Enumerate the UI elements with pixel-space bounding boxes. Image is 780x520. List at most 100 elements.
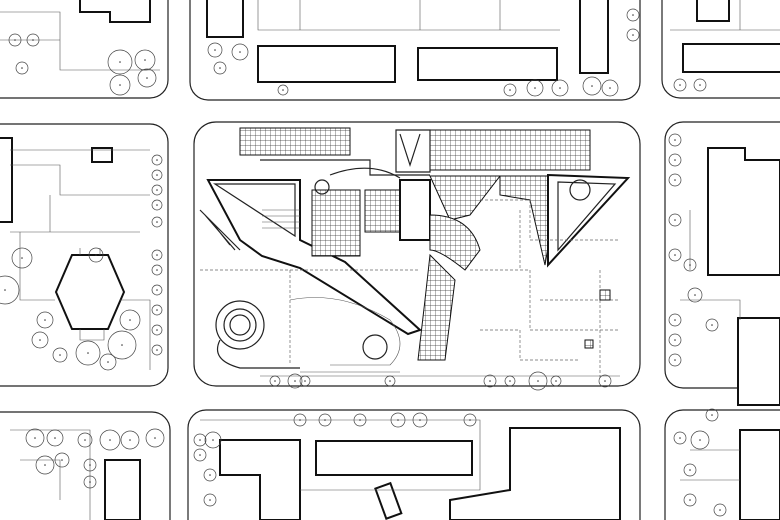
tree-trunk-dot (294, 380, 296, 382)
tree-trunk-dot (59, 354, 61, 356)
tree-trunk-dot (129, 439, 131, 441)
tree-trunk-dot (559, 87, 561, 89)
tree-trunk-dot (144, 59, 146, 61)
tree-icon (626, 8, 640, 22)
tree-icon (26, 33, 40, 47)
block-bottom-right (664, 409, 780, 520)
tree-icon (299, 375, 311, 387)
tree-trunk-dot (274, 380, 276, 382)
tree-trunk-dot (509, 380, 511, 382)
tree-trunk-dot (359, 419, 361, 421)
tree-icon (693, 78, 707, 92)
tree-icon (36, 311, 54, 329)
tree-icon (151, 216, 163, 228)
tree-trunk-dot (156, 309, 158, 311)
tree-icon (690, 430, 710, 450)
tree-icon (151, 249, 163, 261)
tree-icon (203, 468, 217, 482)
tree-trunk-dot (54, 437, 56, 439)
tree-trunk-dot (679, 84, 681, 86)
tree-trunk-dot (689, 499, 691, 501)
tree-trunk-dot (32, 39, 34, 41)
tree-trunk-dot (156, 221, 158, 223)
tree-icon (203, 493, 217, 507)
tree-icon (668, 133, 682, 147)
tree-icon (526, 79, 544, 97)
tree-icon (582, 76, 602, 96)
tree-trunk-dot (239, 51, 241, 53)
tree-trunk-dot (199, 439, 201, 441)
tree-trunk-dot (674, 219, 676, 221)
tree-trunk-dot (509, 89, 511, 91)
tree-trunk-dot (219, 67, 221, 69)
tree-icon (213, 61, 227, 75)
tree-trunk-dot (679, 437, 681, 439)
tree-icon (551, 79, 569, 97)
tree-icon (277, 84, 289, 96)
tree-icon (151, 154, 163, 166)
landscape (200, 199, 620, 380)
tree-icon (528, 371, 548, 391)
tree-icon (0, 275, 20, 305)
tree-trunk-dot (119, 61, 121, 63)
block-top-center (189, 0, 641, 101)
hexagon-building (54, 254, 126, 330)
tree-trunk-dot (156, 159, 158, 161)
tree-trunk-dot (694, 294, 696, 296)
tree-icon (269, 375, 281, 387)
tree-icon (293, 413, 307, 427)
tree-trunk-dot (61, 459, 63, 461)
tree-icon (119, 309, 141, 331)
tree-trunk-dot (304, 380, 306, 382)
tree-trunk-dot (212, 439, 214, 441)
tree-trunk-dot (121, 344, 123, 346)
tree-icon (11, 247, 33, 269)
tree-trunk-dot (674, 179, 676, 181)
tree-icon (151, 184, 163, 196)
tree-trunk-dot (555, 380, 557, 382)
tree-icon (683, 463, 697, 477)
tree-icon (134, 49, 156, 71)
tree-icon (287, 373, 303, 389)
main-building-complex (199, 127, 631, 361)
tree-icon (83, 458, 97, 472)
tree-trunk-dot (156, 269, 158, 271)
tree-trunk-dot (107, 361, 109, 363)
tree-icon (15, 61, 29, 75)
tree-trunk-dot (87, 352, 89, 354)
tree-icon (626, 28, 640, 42)
tree-icon (77, 432, 93, 448)
tree-trunk-dot (389, 380, 391, 382)
tree-icon (668, 153, 682, 167)
tree-icon (318, 413, 332, 427)
tree-icon (54, 452, 70, 468)
tree-icon (668, 213, 682, 227)
tree-trunk-dot (699, 84, 701, 86)
tree-icon (204, 431, 222, 449)
tree-icon (683, 493, 697, 507)
tree-trunk-dot (419, 419, 421, 421)
tree-icon (75, 340, 101, 366)
tree-trunk-dot (469, 419, 471, 421)
tree-trunk-dot (632, 14, 634, 16)
tree-icon (107, 330, 137, 360)
tree-icon (412, 412, 428, 428)
tree-trunk-dot (156, 174, 158, 176)
tree-icon (137, 68, 157, 88)
tree-trunk-dot (699, 439, 701, 441)
tree-icon (231, 43, 249, 61)
tree-trunk-dot (154, 437, 156, 439)
tree-trunk-dot (711, 414, 713, 416)
tree-icon (668, 313, 682, 327)
tree-icon (550, 375, 562, 387)
tree-icon (99, 353, 117, 371)
tree-icon (31, 331, 49, 349)
block-top-left (0, 0, 169, 99)
tree-trunk-dot (156, 254, 158, 256)
tree-trunk-dot (534, 87, 536, 89)
tree-trunk-dot (674, 339, 676, 341)
tree-trunk-dot (674, 159, 676, 161)
tree-trunk-dot (199, 454, 201, 456)
